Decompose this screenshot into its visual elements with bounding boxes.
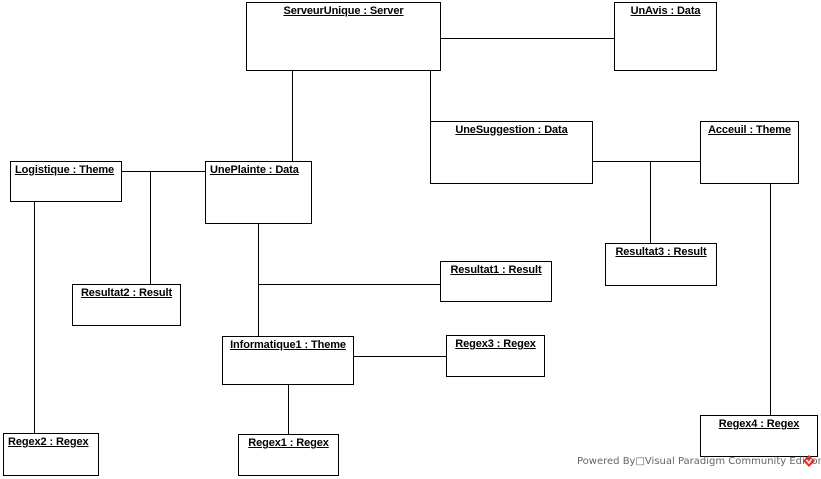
resultat1-label: Resultat1 : Result xyxy=(450,264,542,276)
acceuil-object[interactable]: Acceuil : Theme xyxy=(700,121,799,184)
resultat2-object[interactable]: Resultat2 : Result xyxy=(72,284,181,326)
serveur-unique-label: ServeurUnique : Server xyxy=(283,5,404,17)
resultat3-object[interactable]: Resultat3 : Result xyxy=(605,243,717,286)
informatique1-label: Informatique1 : Theme xyxy=(230,339,346,351)
resultat1-object[interactable]: Resultat1 : Result xyxy=(440,261,552,302)
un-avis-label: UnAvis : Data xyxy=(630,5,701,17)
acceuil-label: Acceuil : Theme xyxy=(708,124,791,136)
une-plainte-object[interactable]: UnePlainte : Data xyxy=(205,161,312,224)
une-suggestion-object[interactable]: UneSuggestion : Data xyxy=(430,121,593,184)
une-suggestion-label: UneSuggestion : Data xyxy=(455,124,568,136)
powered-by-watermark: Powered By□Visual Paradigm Community Edi… xyxy=(577,456,821,467)
un-avis-object[interactable]: UnAvis : Data xyxy=(614,2,717,71)
visual-paradigm-logo-icon xyxy=(803,455,815,467)
informatique1-object[interactable]: Informatique1 : Theme xyxy=(222,336,354,385)
regex1-label: Regex1 : Regex xyxy=(248,437,329,449)
regex3-label: Regex3 : Regex xyxy=(455,338,536,350)
regex2-label: Regex2 : Regex xyxy=(8,436,89,448)
regex2-object[interactable]: Regex2 : Regex xyxy=(3,433,99,476)
logistique-label: Logistique : Theme xyxy=(15,164,115,176)
regex4-label: Regex4 : Regex xyxy=(718,418,800,430)
regex3-object[interactable]: Regex3 : Regex xyxy=(446,335,545,377)
logistique-object[interactable]: Logistique : Theme xyxy=(10,161,122,202)
resultat3-label: Resultat3 : Result xyxy=(615,246,707,258)
une-plainte-label: UnePlainte : Data xyxy=(210,164,299,176)
serveur-unique-object[interactable]: ServeurUnique : Server xyxy=(246,2,441,71)
regex1-object[interactable]: Regex1 : Regex xyxy=(238,434,339,476)
regex4-object[interactable]: Regex4 : Regex xyxy=(700,415,818,457)
resultat2-label: Resultat2 : Result xyxy=(80,287,173,299)
